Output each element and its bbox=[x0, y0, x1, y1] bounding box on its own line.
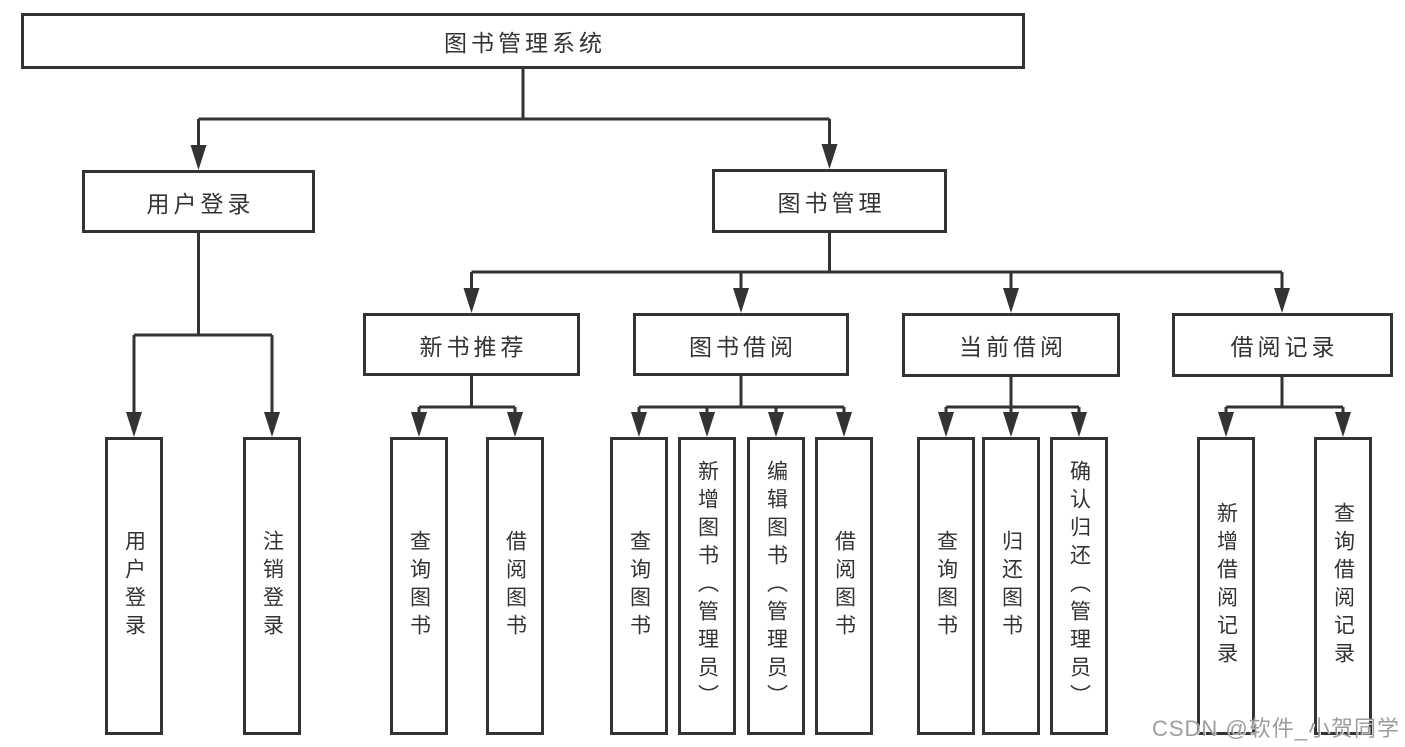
arrow-icon bbox=[1218, 412, 1234, 437]
node-label: 归还图书 bbox=[999, 530, 1023, 642]
node-label: 图书管理 bbox=[777, 190, 886, 216]
node-label: 查询图书 bbox=[407, 530, 431, 642]
leaf-user-login: 用户登录 bbox=[105, 437, 163, 735]
node-label: 新增图书（管理员） bbox=[695, 460, 719, 712]
node-label: 编辑图书（管理员） bbox=[764, 460, 788, 712]
node-label: 查询图书 bbox=[934, 530, 958, 642]
leaf-return-book: 归还图书 bbox=[982, 437, 1040, 735]
node-label: 确认归还（管理员） bbox=[1067, 460, 1091, 712]
leaf-borrow-books-recommend: 借阅图书 bbox=[486, 437, 544, 735]
arrow-icon bbox=[1003, 288, 1019, 313]
arrow-icon bbox=[631, 412, 647, 437]
node-label: 图书借阅 bbox=[689, 333, 797, 360]
arrow-icon bbox=[411, 412, 427, 437]
leaf-logout-login: 注销登录 bbox=[243, 437, 301, 735]
node-label: 查询借阅记录 bbox=[1331, 502, 1355, 670]
node-book-management: 图书管理 bbox=[712, 169, 947, 233]
arrow-icon bbox=[126, 412, 142, 437]
arrow-icon bbox=[768, 412, 784, 437]
csdn-watermark: CSDN @软件_小贺同学 bbox=[1151, 716, 1400, 741]
arrow-icon bbox=[699, 412, 715, 437]
arrow-icon bbox=[1071, 412, 1087, 437]
leaf-add-book-admin: 新增图书（管理员） bbox=[678, 437, 736, 735]
leaf-query-borrow-record: 查询借阅记录 bbox=[1314, 437, 1372, 735]
leaf-add-borrow-record: 新增借阅记录 bbox=[1197, 437, 1255, 735]
arrow-icon bbox=[1335, 412, 1351, 437]
node-label: 注销登录 bbox=[260, 530, 284, 642]
leaf-query-books-borrowing: 查询图书 bbox=[610, 437, 668, 735]
arrow-icon bbox=[836, 412, 852, 437]
node-label: 借阅记录 bbox=[1230, 334, 1339, 360]
node-user-login: 用户登录 bbox=[82, 170, 315, 233]
arrow-icon bbox=[264, 412, 280, 437]
arrow-icon bbox=[733, 288, 749, 313]
node-label: 新增借阅记录 bbox=[1214, 502, 1238, 670]
leaf-edit-book-admin: 编辑图书（管理员） bbox=[747, 437, 805, 735]
arrow-icon bbox=[938, 412, 954, 437]
node-label: 用户登录 bbox=[122, 530, 146, 642]
node-label: 用户登录 bbox=[146, 190, 255, 217]
node-label: 借阅图书 bbox=[503, 530, 527, 642]
arrow-icon bbox=[821, 144, 838, 169]
node-book-borrowing: 图书借阅 bbox=[633, 313, 849, 376]
node-label: 图书管理系统 bbox=[444, 30, 606, 56]
leaf-borrow-books-borrowing: 借阅图书 bbox=[815, 437, 873, 735]
node-label: 借阅图书 bbox=[832, 530, 856, 642]
node-label: 新书推荐 bbox=[419, 333, 528, 360]
leaf-query-books-current: 查询图书 bbox=[917, 437, 975, 735]
node-new-book-recommendation: 新书推荐 bbox=[363, 313, 580, 376]
node-label: 当前借阅 bbox=[959, 334, 1067, 360]
node-library-management-system: 图书管理系统 bbox=[21, 13, 1025, 69]
arrow-icon bbox=[190, 145, 207, 170]
leaf-query-books-recommend: 查询图书 bbox=[390, 437, 448, 735]
arrow-icon bbox=[507, 412, 523, 437]
leaf-confirm-return-admin: 确认归还（管理员） bbox=[1050, 437, 1108, 735]
arrow-icon bbox=[1274, 288, 1290, 313]
node-current-borrowing: 当前借阅 bbox=[902, 313, 1120, 377]
arrow-icon bbox=[463, 288, 480, 313]
arrow-icon bbox=[1003, 412, 1019, 437]
node-borrowing-records: 借阅记录 bbox=[1172, 313, 1393, 377]
node-label: 查询图书 bbox=[627, 530, 651, 642]
